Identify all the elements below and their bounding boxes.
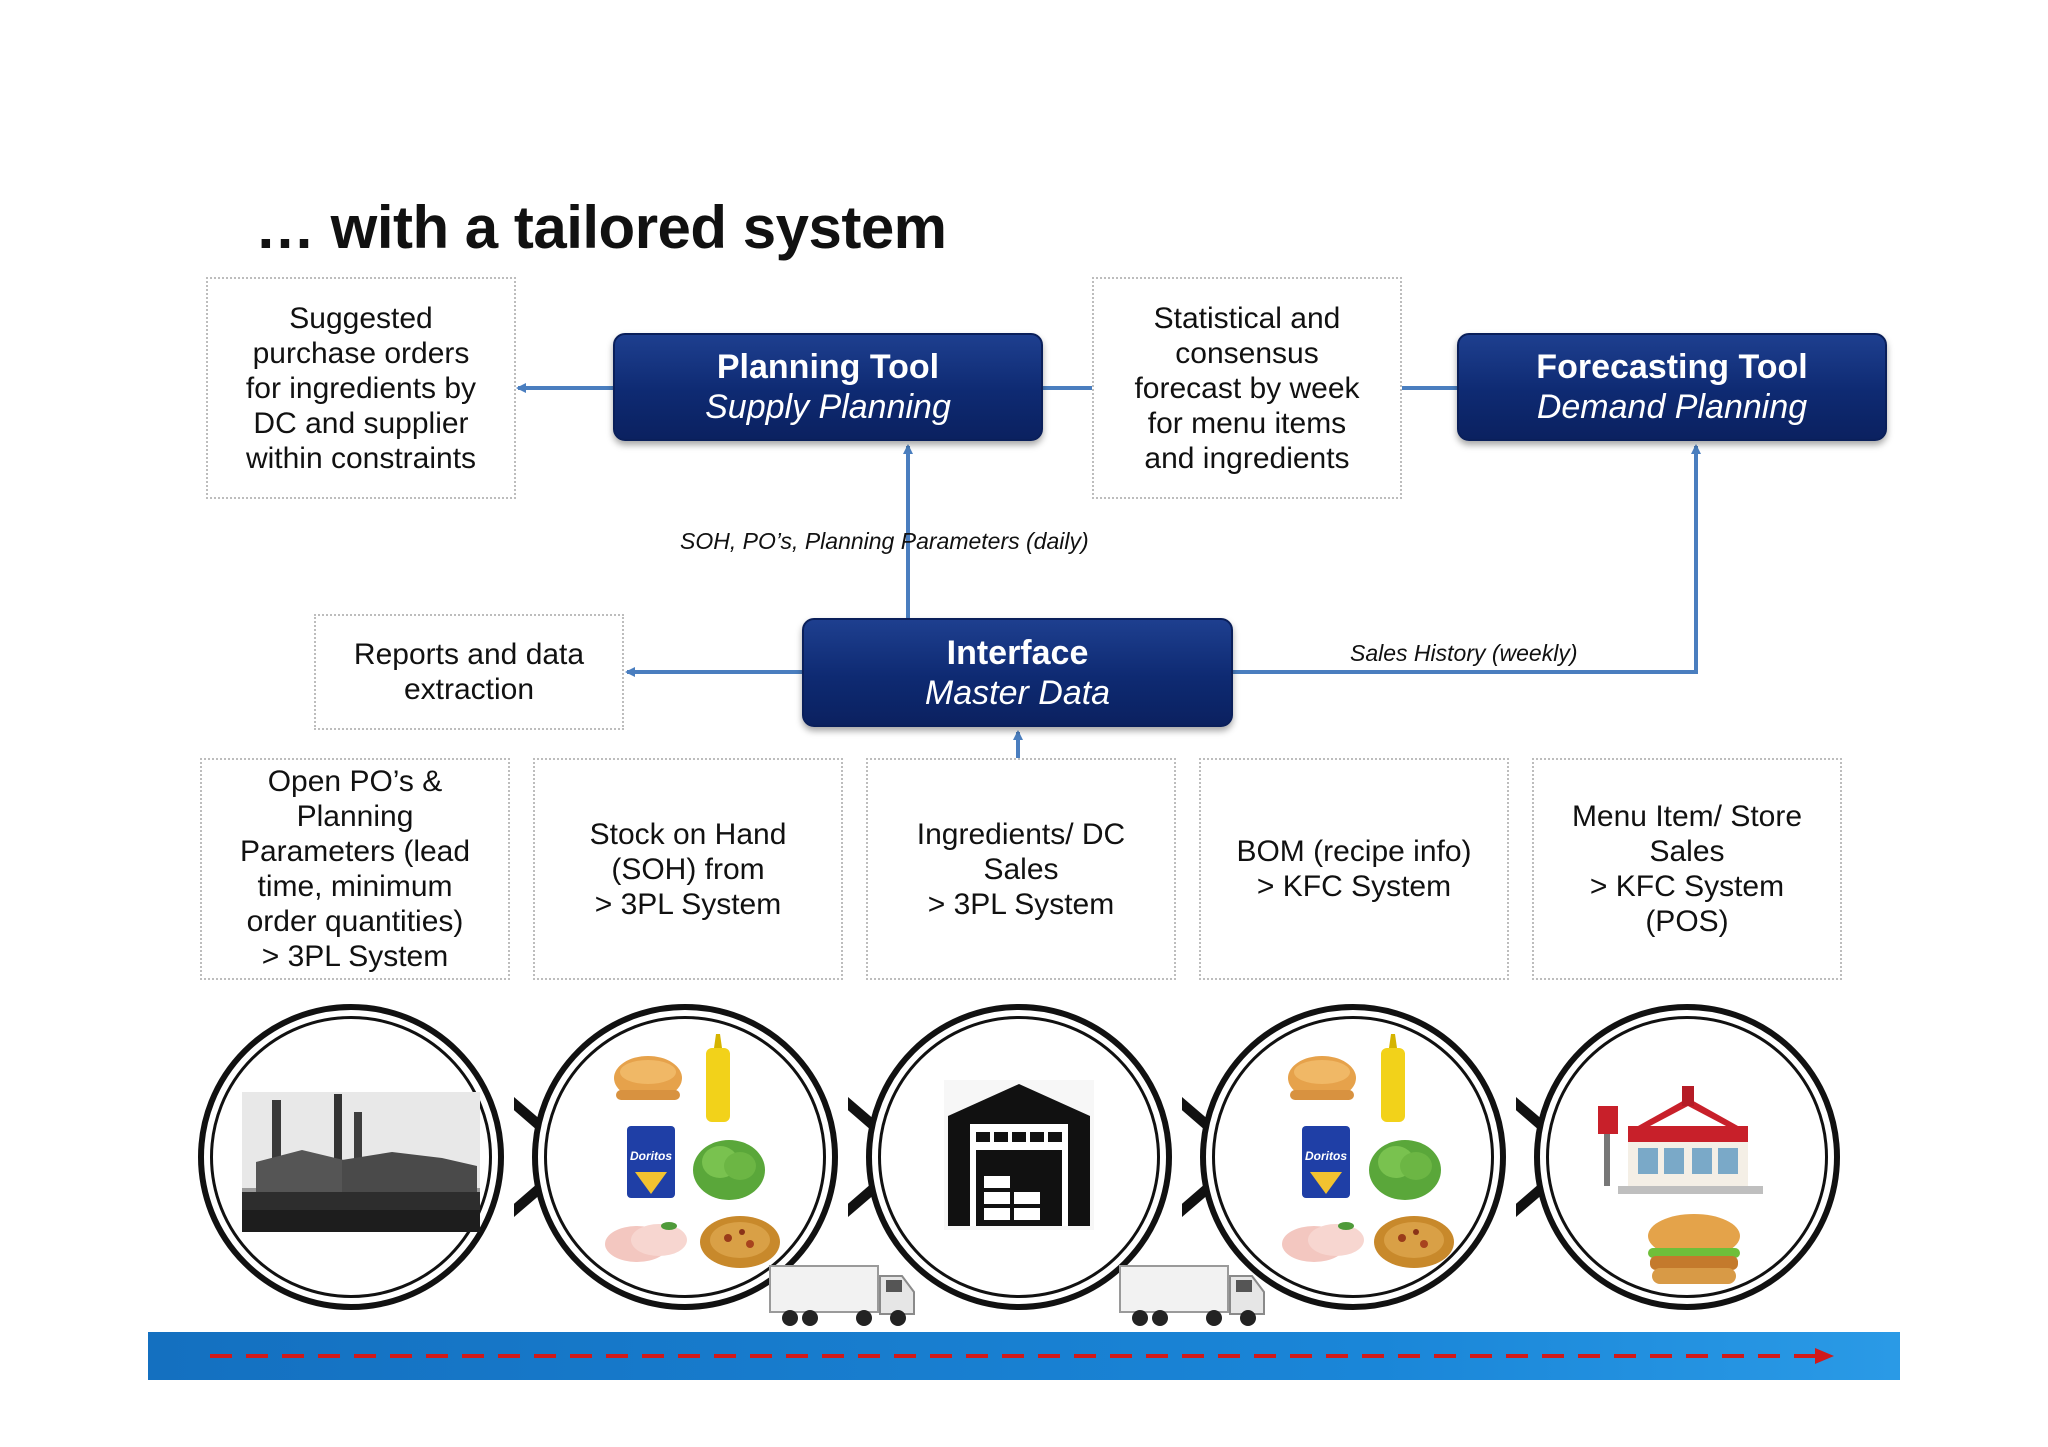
truck-icon [1119, 1265, 1265, 1326]
forecast-output-text: Statistical and consensus forecast by we… [1134, 301, 1360, 475]
source-box-open-pos: Open PO’s & Planning Parameters (lead ti… [200, 758, 510, 980]
sales-history-arrow [1233, 444, 1701, 674]
sales-history-flow-label: Sales History (weekly) [1350, 640, 1578, 666]
mustard-bottle-icon [706, 1034, 730, 1122]
source-text-soh: Stock on Hand (SOH) from > 3PL System [589, 817, 787, 921]
source-text-menu-item-sales: Menu Item/ Store Sales > KFC System (POS… [1571, 800, 1803, 938]
spices-icon [1374, 1216, 1454, 1268]
source-text-open-pos: Open PO’s & Planning Parameters (lead ti… [239, 765, 471, 973]
planning-tool-name: Planning Tool [716, 348, 940, 386]
lettuce-icon [1369, 1140, 1441, 1200]
forecast-output-box: Statistical and consensus forecast by we… [1092, 277, 1402, 499]
truck-icon [769, 1265, 915, 1326]
suggested-purchase-orders-text: Suggested purchase orders for ingredient… [245, 301, 477, 475]
page-title: … with a tailored system [255, 194, 947, 261]
circle-ingredients-supplier [532, 1004, 838, 1310]
spices-icon [700, 1216, 780, 1268]
restaurant-icon [1598, 1086, 1763, 1194]
chicken-breast-icon [605, 1222, 687, 1262]
bun-icon [1288, 1056, 1356, 1100]
mustard-bottle-icon [1381, 1034, 1405, 1122]
source-box-soh: Stock on Hand (SOH) from > 3PL System [533, 758, 843, 980]
soh-flow-label: SOH, PO’s, Planning Parameters (daily) [680, 528, 1089, 554]
source-box-ingredients-dc-sales: Ingredients/ DC Sales > 3PL System [866, 758, 1176, 980]
lettuce-icon [693, 1140, 765, 1200]
source-text-ingredients-dc-sales: Ingredients/ DC Sales > 3PL System [916, 817, 1126, 921]
source-box-menu-item-sales: Menu Item/ Store Sales > KFC System (POS… [1532, 758, 1842, 980]
interface-sub: Master Data [924, 673, 1111, 712]
chips-bag-icon: Doritos [1302, 1126, 1350, 1198]
chips-bag-icon: Doritos [627, 1126, 675, 1198]
reports-text: Reports and data extraction [353, 638, 585, 706]
suggested-purchase-orders-box: Suggested purchase orders for ingredient… [206, 277, 516, 499]
circle-ingredients-store [1200, 1004, 1506, 1310]
warehouse-icon [944, 1080, 1094, 1230]
flow-direction-arrow [210, 1348, 1834, 1364]
reports-box: Reports and data extraction [314, 614, 624, 730]
planning-tool-sub: Supply Planning [705, 388, 951, 426]
source-text-bom: BOM (recipe info) > KFC System [1236, 835, 1472, 903]
chips-brand-label: Doritos [1305, 1149, 1347, 1163]
chicken-breast-icon [1282, 1222, 1364, 1262]
chips-brand-label: Doritos [630, 1149, 672, 1163]
forecasting-tool-sub: Demand Planning [1536, 388, 1808, 426]
interface-name: Interface [946, 633, 1089, 672]
burger-icon [1648, 1214, 1740, 1284]
planning-tool-box: Planning Tool Supply Planning [613, 333, 1043, 441]
factory-icon [242, 1092, 480, 1232]
bun-icon [614, 1056, 682, 1100]
source-box-bom: BOM (recipe info) > KFC System [1199, 758, 1509, 980]
forecasting-tool-box: Forecasting Tool Demand Planning [1457, 333, 1887, 441]
interface-box: Interface Master Data [802, 618, 1233, 727]
forecasting-tool-name: Forecasting Tool [1536, 348, 1808, 386]
